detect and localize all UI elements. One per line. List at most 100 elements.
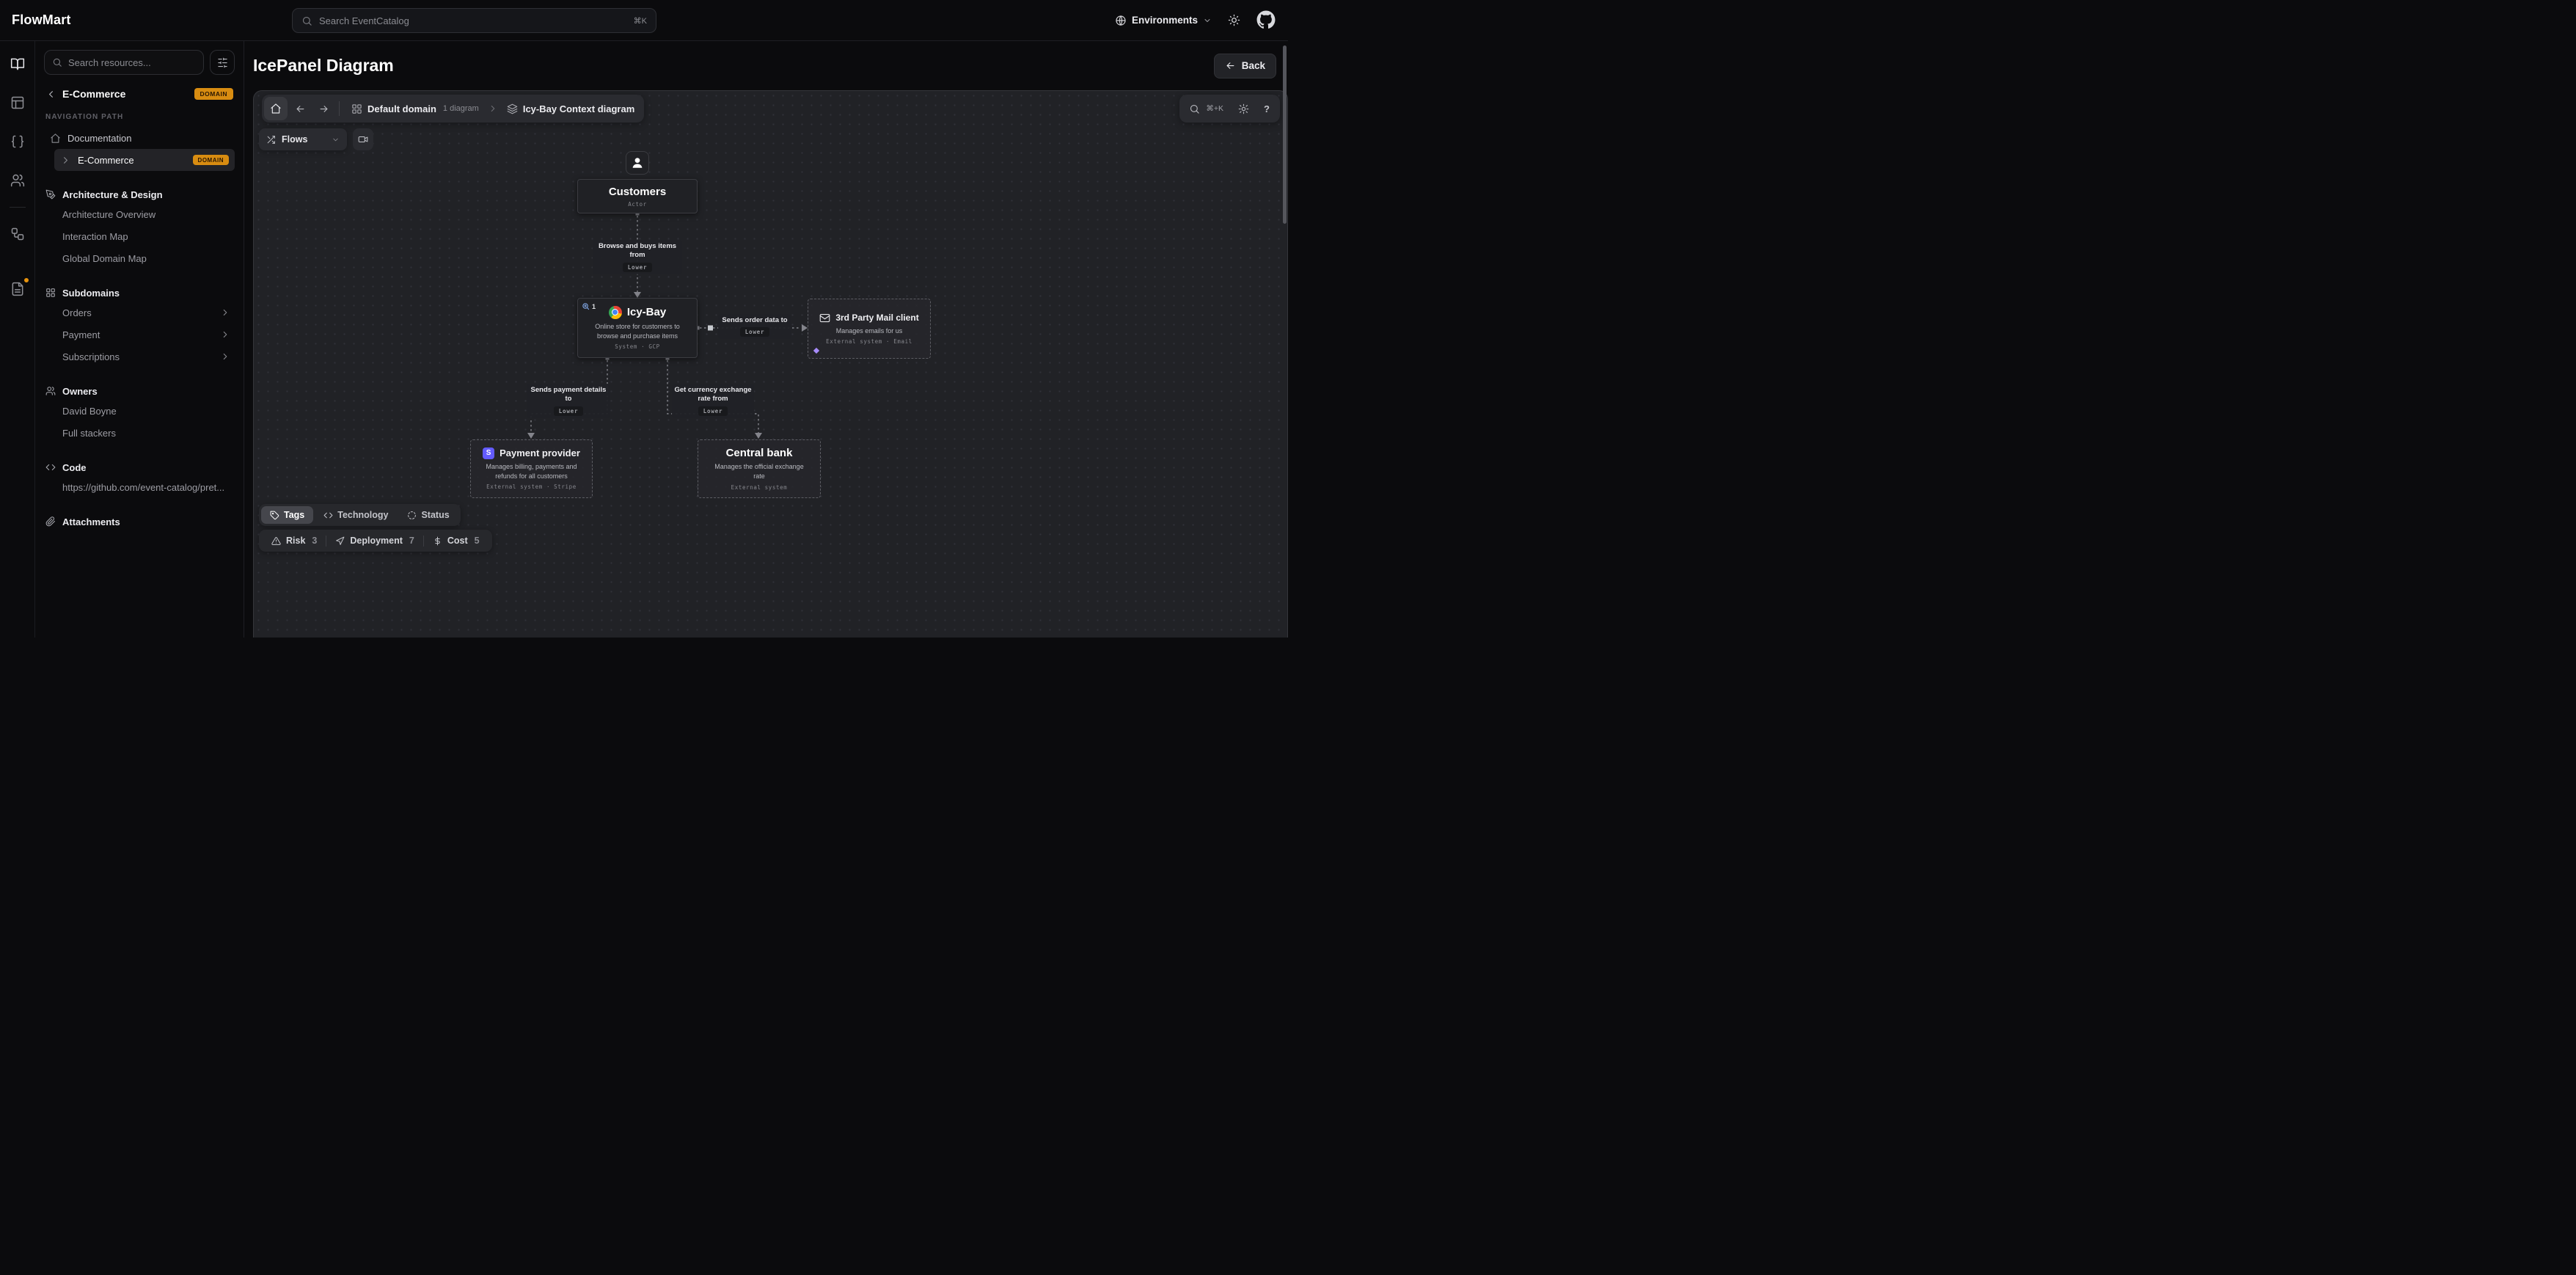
users-icon [45, 387, 56, 395]
node-mail-client[interactable]: 3rd Party Mail client Manages emails for… [808, 299, 931, 359]
chevron-right-icon [223, 309, 227, 316]
tab-tags[interactable]: Tags [261, 506, 314, 524]
breadcrumb-domain[interactable]: Default domain 1 diagram [344, 97, 486, 120]
section-owners: Owners David Boyne Full stackers [44, 382, 235, 444]
flows-select[interactable]: Flows [259, 128, 347, 150]
customers-actor-icon[interactable] [626, 151, 649, 175]
search-shortcut: ⌘K [633, 16, 647, 26]
help-button[interactable]: ? [1256, 97, 1278, 120]
edge-label-exchange-rate[interactable]: Get currency exchange rate from Lower [672, 384, 754, 418]
nav-back-button[interactable] [289, 97, 311, 120]
rail-changelog-button[interactable] [5, 277, 30, 302]
domain-badge: DOMAIN [192, 155, 229, 165]
diagram-tools-right: ⌘+K ? [1179, 95, 1280, 123]
section-header-subdomains: Subdomains [44, 284, 235, 302]
tag-icon [270, 511, 279, 519]
braces-icon [11, 135, 23, 148]
main-header: IcePanel Diagram Back [244, 41, 1288, 90]
diagram-search-button[interactable]: ⌘+K [1182, 97, 1231, 120]
icepanel-canvas[interactable]: Default domain 1 diagram Icy-Bay Context… [253, 90, 1288, 638]
sun-icon [1228, 14, 1240, 26]
rail-flows-button[interactable] [5, 222, 30, 246]
main-content: IcePanel Diagram Back [244, 41, 1288, 638]
node-customers[interactable]: Customers Actor [577, 179, 698, 213]
arrow-left-icon [296, 105, 304, 112]
theme-toggle-button[interactable] [1223, 10, 1244, 31]
camera-button[interactable] [353, 128, 373, 150]
global-search-input[interactable]: Search EventCatalog ⌘K [292, 8, 656, 33]
users-icon [10, 174, 24, 187]
sidebar-item-david-boyne[interactable]: David Boyne [62, 405, 117, 417]
sidebar-item-ecommerce[interactable]: E-Commerce DOMAIN [54, 149, 235, 171]
person-icon [632, 158, 643, 168]
sidebar: Search resources... E-Commerce DOMAIN NA… [35, 41, 244, 638]
workflow-icon [11, 227, 23, 241]
sidebar-item-architecture-overview[interactable]: Architecture Overview [62, 208, 156, 220]
icon-rail [0, 41, 35, 638]
sidebar-item-global-domain-map[interactable]: Global Domain Map [62, 252, 147, 264]
edge-label-order-data[interactable]: Sends order data to Lower [718, 314, 791, 340]
home-button[interactable] [264, 97, 288, 120]
section-architecture: Architecture & Design Architecture Overv… [44, 186, 235, 269]
magnifier-plus-icon [582, 303, 590, 310]
code-icon [323, 512, 333, 518]
arrow-left-icon [1226, 62, 1234, 69]
node-central-bank[interactable]: Central bank Manages the official exchan… [698, 439, 821, 498]
sidebar-item-payment[interactable]: Payment [44, 324, 235, 346]
environments-menu[interactable]: Environments [1115, 15, 1212, 26]
code-icon [45, 464, 56, 471]
edge-label-payment-details[interactable]: Sends payment details to Lower [527, 384, 610, 418]
sidebar-item-documentation[interactable]: Documentation [44, 127, 235, 149]
rail-catalog-button[interactable] [5, 90, 30, 115]
filter-button[interactable] [210, 50, 235, 75]
gcp-icon [608, 305, 622, 319]
table-icon [11, 96, 23, 109]
sidebar-item-subscriptions[interactable]: Subscriptions [44, 346, 235, 368]
rail-docs-button[interactable] [5, 51, 30, 76]
sliders-icon [217, 57, 227, 67]
back-button[interactable]: Back [1213, 53, 1276, 78]
section-attachments: Attachments [44, 513, 235, 530]
sidebar-item-full-stackers[interactable]: Full stackers [62, 427, 116, 439]
legend-stats: Risk 3 Deployment 7 Cost 5 [259, 530, 492, 552]
github-icon [1256, 10, 1276, 29]
rail-schemas-button[interactable] [5, 129, 30, 154]
github-link[interactable] [1256, 10, 1276, 31]
stat-cost[interactable]: Cost 5 [424, 533, 489, 549]
grid-icon [352, 103, 362, 114]
brand-logo[interactable]: FlowMart [12, 12, 71, 27]
stat-risk[interactable]: Risk 3 [263, 533, 326, 549]
node-payment-provider[interactable]: S Payment provider Manages billing, paym… [470, 439, 593, 498]
home-icon [51, 133, 60, 143]
breadcrumb-diagram[interactable]: Icy-Bay Context diagram [500, 97, 642, 120]
flow-step-badge[interactable]: 1 [582, 302, 596, 310]
design-icon [45, 189, 56, 200]
page-scrollbar[interactable] [1283, 45, 1287, 224]
tab-status[interactable]: Status [398, 506, 458, 524]
stripe-icon: S [483, 447, 495, 459]
tab-technology[interactable]: Technology [315, 506, 397, 524]
chevron-down-icon [333, 138, 338, 141]
rail-divider [9, 207, 26, 208]
book-open-icon [10, 58, 24, 70]
sidebar-item-orders[interactable]: Orders [44, 302, 235, 324]
app-root: FlowMart Search EventCatalog ⌘K Environm… [0, 0, 1288, 638]
stat-deployment[interactable]: Deployment 7 [326, 533, 423, 549]
sidebar-item-repo-link[interactable]: https://github.com/event-catalog/pret... [62, 481, 225, 493]
nav-path-label: NAVIGATION PATH [45, 113, 124, 121]
video-icon [358, 136, 368, 143]
node-icybay[interactable]: 1 Icy-Bay Online store for customers to … [577, 298, 698, 358]
nav-forward-button[interactable] [312, 97, 334, 120]
top-navbar: FlowMart Search EventCatalog ⌘K Environm… [0, 0, 1288, 41]
edge-label-browse[interactable]: Browse and buys items from Lower [593, 240, 682, 274]
domain-badge: DOMAIN [194, 88, 233, 100]
settings-button[interactable] [1232, 97, 1254, 120]
layers-icon [507, 103, 518, 114]
sidebar-item-interaction-map[interactable]: Interaction Map [62, 230, 128, 242]
grid-icon [46, 288, 55, 297]
edges-layer [527, 211, 808, 439]
sidebar-search-input[interactable]: Search resources... [44, 50, 204, 75]
gear-icon [1238, 103, 1248, 114]
domain-header[interactable]: E-Commerce DOMAIN [44, 87, 235, 101]
rail-teams-button[interactable] [5, 168, 30, 193]
